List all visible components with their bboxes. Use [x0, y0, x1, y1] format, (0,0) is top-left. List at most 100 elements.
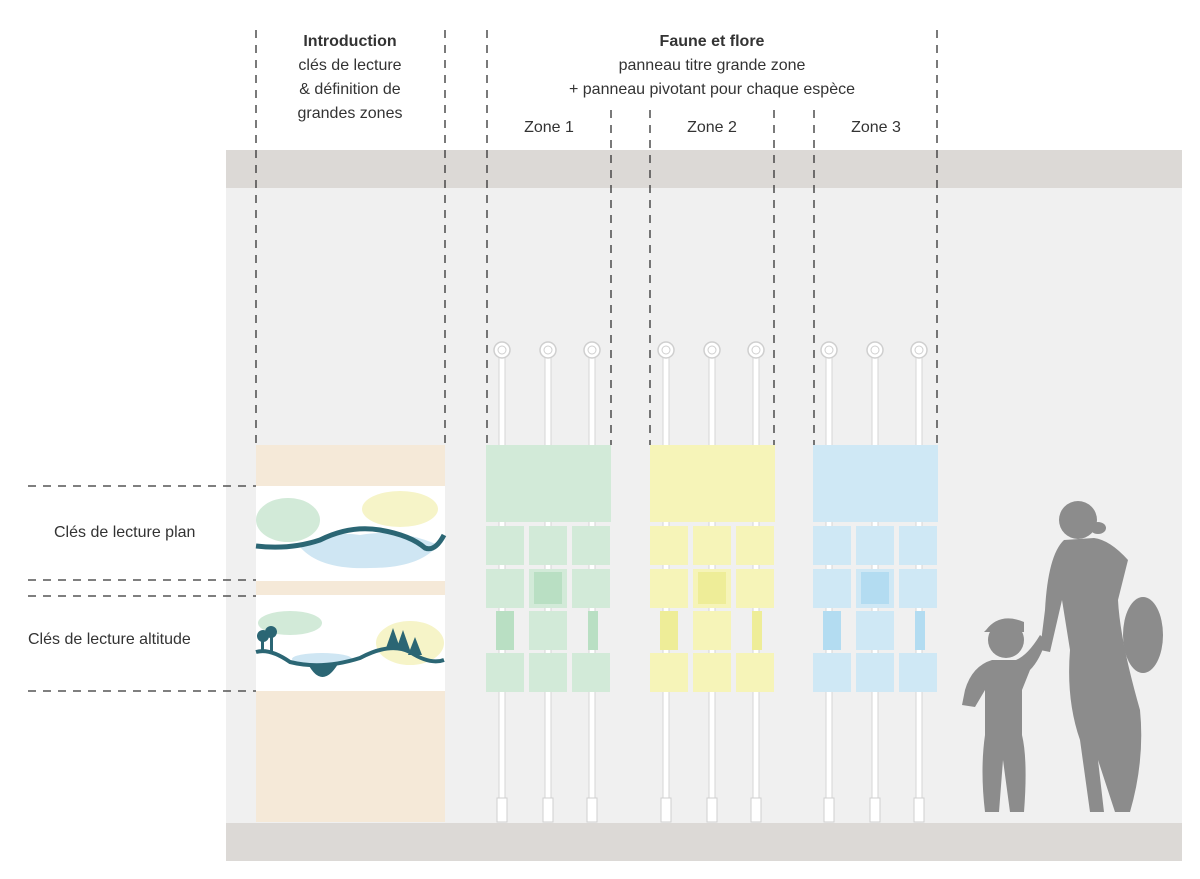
pole-base — [586, 797, 598, 823]
species-panel — [813, 569, 851, 608]
species-panel-pivoted — [588, 611, 598, 650]
species-panel — [486, 526, 524, 565]
species-panel — [736, 526, 774, 565]
plan-green-blob — [256, 498, 320, 542]
floor-band — [226, 823, 1182, 861]
intro-title: Introduction — [303, 33, 397, 50]
pole-cap-ring — [661, 345, 671, 355]
pole-cap-ring — [870, 345, 880, 355]
zone-3-label: Zone 3 — [851, 119, 901, 136]
zone-1-label: Zone 1 — [524, 119, 574, 136]
species-panel — [693, 611, 731, 650]
intro-panel — [255, 445, 447, 822]
plan-lake — [300, 532, 438, 569]
pole-base — [750, 797, 762, 823]
species-panel-pivoted — [915, 611, 925, 650]
pole-cap — [866, 341, 884, 359]
pole-base — [913, 797, 925, 823]
child-body — [962, 635, 1046, 812]
species-panel — [650, 653, 688, 692]
species-panel-pivoted — [660, 611, 678, 650]
zone-title-panel — [650, 445, 775, 522]
species-panel-pivoted — [823, 611, 841, 650]
species-panel-highlight — [861, 572, 889, 604]
pole-cap — [910, 341, 928, 359]
pole-cap — [657, 341, 675, 359]
species-panel — [899, 569, 937, 608]
species-panel — [486, 569, 524, 608]
species-panel-highlight — [698, 572, 726, 604]
species-panel — [572, 526, 610, 565]
pole-cap-ring — [914, 345, 924, 355]
species-panel — [856, 526, 894, 565]
species-panel — [529, 526, 567, 565]
child-cap — [984, 618, 1024, 632]
pole-base — [823, 797, 835, 823]
species-panel — [529, 653, 567, 692]
zone-2-installation — [650, 341, 775, 823]
intro-line-2: & définition de — [299, 81, 401, 98]
woman-body — [1040, 538, 1142, 812]
label-altitude: Clés de lecture altitude — [28, 631, 191, 648]
species-panel — [650, 569, 688, 608]
woman-bag — [1123, 597, 1163, 673]
plan-terrain-line — [255, 526, 447, 552]
pole-base — [660, 797, 672, 823]
species-panel — [572, 653, 610, 692]
species-panel-pivoted — [752, 611, 762, 650]
top-band — [226, 150, 1182, 188]
label-plan: Clés de lecture plan — [54, 524, 196, 541]
zone-title-panel — [486, 445, 611, 522]
pole-cap-ring — [824, 345, 834, 355]
species-panel — [693, 653, 731, 692]
woman-silhouette — [1040, 501, 1163, 812]
pole-cap-ring — [543, 345, 553, 355]
child-silhouette — [962, 618, 1046, 812]
species-panel — [572, 569, 610, 608]
species-panel — [736, 653, 774, 692]
zone-1-installation — [486, 341, 611, 823]
species-panel-highlight — [534, 572, 562, 604]
pole-cap-ring — [497, 345, 507, 355]
pole-cap — [493, 341, 511, 359]
altitude-terrain-line — [255, 646, 445, 668]
pole-cap-ring — [707, 345, 717, 355]
fir-tree-icon — [396, 630, 410, 650]
plan-yellow-blob — [362, 491, 438, 527]
altitude-yellow-blob — [376, 621, 444, 665]
species-panel — [856, 611, 894, 650]
woman-hair — [1090, 522, 1106, 534]
pole-cap-ring — [751, 345, 761, 355]
faune-title: Faune et flore — [659, 33, 765, 50]
guide-lines — [28, 30, 938, 692]
zone-3-installation — [813, 341, 938, 823]
pole-cap-ring — [587, 345, 597, 355]
pole-base — [496, 797, 508, 823]
species-panel — [856, 653, 894, 692]
woman-head — [1059, 501, 1097, 539]
species-panel — [813, 653, 851, 692]
fir-tree-icon — [386, 628, 400, 648]
species-panel — [813, 526, 851, 565]
species-panel — [650, 526, 688, 565]
zones-layer — [486, 341, 938, 823]
species-panel — [529, 611, 567, 650]
faune-subtitle-1: panneau titre grande zone — [618, 57, 806, 74]
species-panel-pivoted — [496, 611, 514, 650]
fir-tree-icon — [408, 637, 422, 655]
intro-line-1: clés de lecture — [298, 57, 402, 74]
species-panel — [899, 653, 937, 692]
tree-icon — [265, 626, 277, 638]
altitude-basin — [308, 664, 338, 677]
faune-subtitle-2: + panneau pivotant pour chaque espèce — [568, 81, 855, 98]
pole-cap — [583, 341, 601, 359]
pole-cap — [820, 341, 838, 359]
zone-title-panel — [813, 445, 938, 522]
species-panel — [693, 526, 731, 565]
pole-base — [706, 797, 718, 823]
pole-cap — [703, 341, 721, 359]
pole-cap — [539, 341, 557, 359]
pole-cap — [747, 341, 765, 359]
pole-base — [542, 797, 554, 823]
